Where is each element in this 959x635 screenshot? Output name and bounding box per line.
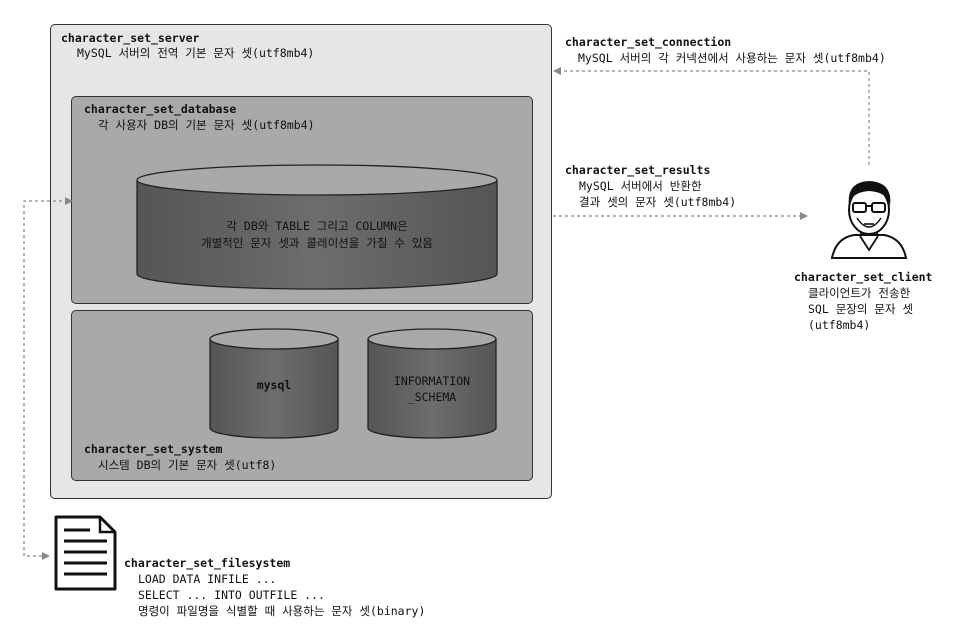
big-cylinder-label: 각 DB와 TABLE 그리고 COLUMN은 개별적인 문자 셋과 콜레이션을… bbox=[137, 218, 497, 252]
server-desc: MySQL 서버의 전역 기본 문자 셋(utf8mb4) bbox=[77, 46, 315, 60]
connectors bbox=[23, 70, 870, 557]
client-line3: (utf8mb4) bbox=[808, 318, 871, 332]
client-line2: SQL 문장의 문자 셋 bbox=[808, 302, 914, 316]
filesystem-line bbox=[23, 200, 68, 557]
big-cylinder bbox=[136, 164, 498, 290]
database-desc: 각 사용자 DB의 기본 문자 셋(utf8mb4) bbox=[98, 118, 315, 132]
filesystem-line3: 명령이 파일명을 식별할 때 사용하는 문자 셋(binary) bbox=[138, 604, 426, 618]
results-line1: MySQL 서버에서 반환한 bbox=[579, 179, 702, 193]
information-schema-label: INFORMATION _SCHEMA bbox=[368, 373, 496, 405]
server-title: character_set_server bbox=[61, 31, 200, 45]
filesystem-line1: LOAD DATA INFILE ... bbox=[138, 572, 277, 586]
mysql-cylinder bbox=[209, 328, 339, 439]
client-line1: 클라이언트가 전송한 bbox=[808, 286, 911, 300]
database-title: character_set_database bbox=[84, 102, 237, 116]
information-schema-line2: _SCHEMA bbox=[407, 390, 457, 404]
document-icon bbox=[54, 515, 117, 591]
information-schema-cylinder bbox=[367, 328, 497, 439]
mysql-label: mysql bbox=[256, 378, 292, 392]
results-line2: 결과 셋의 문자 셋(utf8mb4) bbox=[579, 195, 737, 209]
filesystem-title: character_set_filesystem bbox=[124, 556, 291, 570]
connection-desc: MySQL 서버의 각 커넥션에서 사용하는 문자 셋(utf8mb4) bbox=[578, 51, 886, 65]
client-title: character_set_client bbox=[794, 270, 933, 284]
connection-line bbox=[560, 70, 870, 165]
information-schema-line1: INFORMATION bbox=[393, 374, 471, 388]
connection-title: character_set_connection bbox=[565, 35, 732, 49]
system-desc: 시스템 DB의 기본 문자 셋(utf8) bbox=[98, 458, 277, 472]
big-cylinder-line1: 각 DB와 TABLE 그리고 COLUMN은 bbox=[226, 219, 408, 233]
system-title: character_set_system bbox=[84, 442, 223, 456]
filesystem-line2: SELECT ... INTO OUTFILE ... bbox=[138, 588, 325, 602]
user-avatar-icon bbox=[830, 181, 908, 259]
arrowheads bbox=[42, 67, 808, 560]
big-cylinder-line2: 개별적인 문자 셋과 콜레이션을 가질 수 있음 bbox=[201, 236, 433, 250]
results-title: character_set_results bbox=[565, 163, 711, 177]
